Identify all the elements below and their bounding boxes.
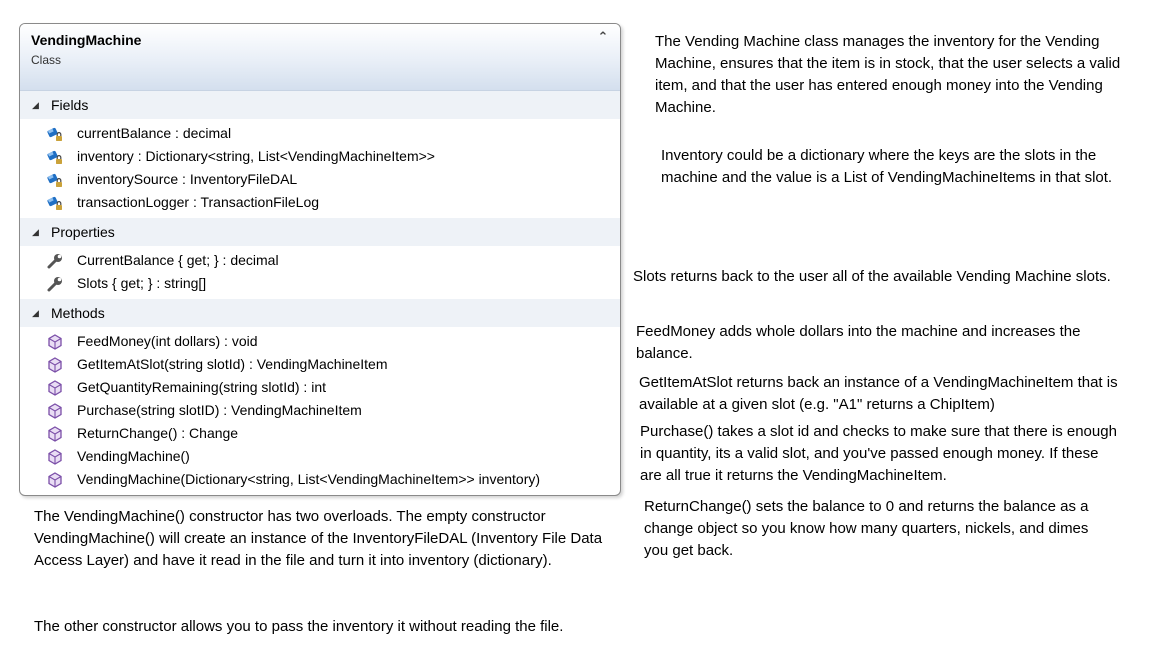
section-label-fields: Fields	[51, 97, 89, 113]
property-member[interactable]: Slots { get; } : string[]	[20, 272, 620, 295]
note-feed-money: FeedMoney adds whole dollars into the ma…	[636, 323, 1081, 362]
note-constructor-other: The other constructor allows you to pass…	[34, 618, 564, 635]
note-inventory: Inventory could be a dictionary where th…	[661, 147, 1113, 186]
method-purchase: Purchase(string slotID) : VendingMachine…	[77, 402, 362, 418]
field-current-balance: currentBalance : decimal	[77, 125, 232, 141]
field-member[interactable]: currentBalance : decimal	[20, 122, 620, 145]
method-member[interactable]: VendingMachine()	[20, 445, 620, 468]
method-feed-money: FeedMoney(int dollars) : void	[77, 333, 258, 349]
method-member[interactable]: FeedMoney(int dollars) : void	[20, 330, 620, 353]
method-constructor-empty: VendingMachine()	[77, 448, 190, 464]
method-get-quantity-remaining: GetQuantityRemaining(string slotId) : in…	[77, 379, 326, 395]
private-field-icon	[46, 195, 63, 211]
field-inventory: inventory : Dictionary<string, List<Vend…	[77, 148, 435, 164]
collapse-triangle-icon[interactable]: ◢	[32, 227, 39, 237]
wrench-property-icon	[47, 252, 64, 269]
field-member[interactable]: transactionLogger : TransactionFileLog	[20, 191, 620, 214]
note-class-description: The Vending Machine class manages the in…	[655, 33, 1121, 116]
method-member[interactable]: VendingMachine(Dictionary<string, List<V…	[20, 468, 620, 491]
method-member[interactable]: GetQuantityRemaining(string slotId) : in…	[20, 376, 620, 399]
method-constructor-inventory: VendingMachine(Dictionary<string, List<V…	[77, 471, 541, 487]
method-member[interactable]: ReturnChange() : Change	[20, 422, 620, 445]
note-constructor: The VendingMachine() constructor has two…	[34, 508, 603, 569]
field-inventory-source: inventorySource : InventoryFileDAL	[77, 171, 298, 187]
method-cube-icon	[48, 426, 62, 442]
note-get-item-at-slot: GetItemAtSlot returns back an instance o…	[639, 374, 1118, 413]
method-cube-icon	[48, 380, 62, 396]
method-member[interactable]: GetItemAtSlot(string slotId) : VendingMa…	[20, 353, 620, 376]
class-name: VendingMachine	[31, 32, 142, 48]
collapse-chevron-up-icon[interactable]: ⌃	[597, 29, 609, 44]
note-slots: Slots returns back to the user all of th…	[633, 268, 1111, 285]
private-field-icon	[46, 172, 63, 188]
class-stereotype: Class	[31, 53, 62, 67]
section-header-fields[interactable]: ◢ Fields	[20, 91, 620, 119]
method-get-item-at-slot: GetItemAtSlot(string slotId) : VendingMa…	[77, 356, 388, 372]
class-header: VendingMachine Class ⌃	[20, 24, 620, 91]
section-label-methods: Methods	[51, 305, 105, 321]
field-member[interactable]: inventorySource : InventoryFileDAL	[20, 168, 620, 191]
method-cube-icon	[48, 403, 62, 419]
section-label-properties: Properties	[51, 224, 115, 240]
note-purchase: Purchase() takes a slot id and checks to…	[640, 423, 1117, 484]
field-member[interactable]: inventory : Dictionary<string, List<Vend…	[20, 145, 620, 168]
properties-list: CurrentBalance { get; } : decimal Slots …	[20, 246, 620, 299]
method-cube-icon	[48, 357, 62, 373]
private-field-icon	[46, 126, 63, 142]
methods-list: FeedMoney(int dollars) : void GetItemAtS…	[20, 327, 620, 495]
property-slots: Slots { get; } : string[]	[77, 275, 207, 291]
method-cube-icon	[48, 449, 62, 465]
note-return-change: ReturnChange() sets the balance to 0 and…	[644, 498, 1089, 559]
collapse-triangle-icon[interactable]: ◢	[32, 100, 39, 110]
wrench-property-icon	[47, 275, 64, 292]
collapse-triangle-icon[interactable]: ◢	[32, 308, 39, 318]
method-cube-icon	[48, 472, 62, 488]
section-header-properties[interactable]: ◢ Properties	[20, 218, 620, 246]
method-return-change: ReturnChange() : Change	[77, 425, 239, 441]
private-field-icon	[46, 149, 63, 165]
property-member[interactable]: CurrentBalance { get; } : decimal	[20, 249, 620, 272]
fields-list: currentBalance : decimal inventory : Dic…	[20, 119, 620, 218]
field-transaction-logger: transactionLogger : TransactionFileLog	[77, 194, 320, 210]
method-member[interactable]: Purchase(string slotID) : VendingMachine…	[20, 399, 620, 422]
method-cube-icon	[48, 334, 62, 350]
class-diagram-box[interactable]: VendingMachine Class ⌃ ◢ Fields currentB…	[19, 23, 621, 496]
section-header-methods[interactable]: ◢ Methods	[20, 299, 620, 327]
property-current-balance: CurrentBalance { get; } : decimal	[77, 252, 279, 268]
